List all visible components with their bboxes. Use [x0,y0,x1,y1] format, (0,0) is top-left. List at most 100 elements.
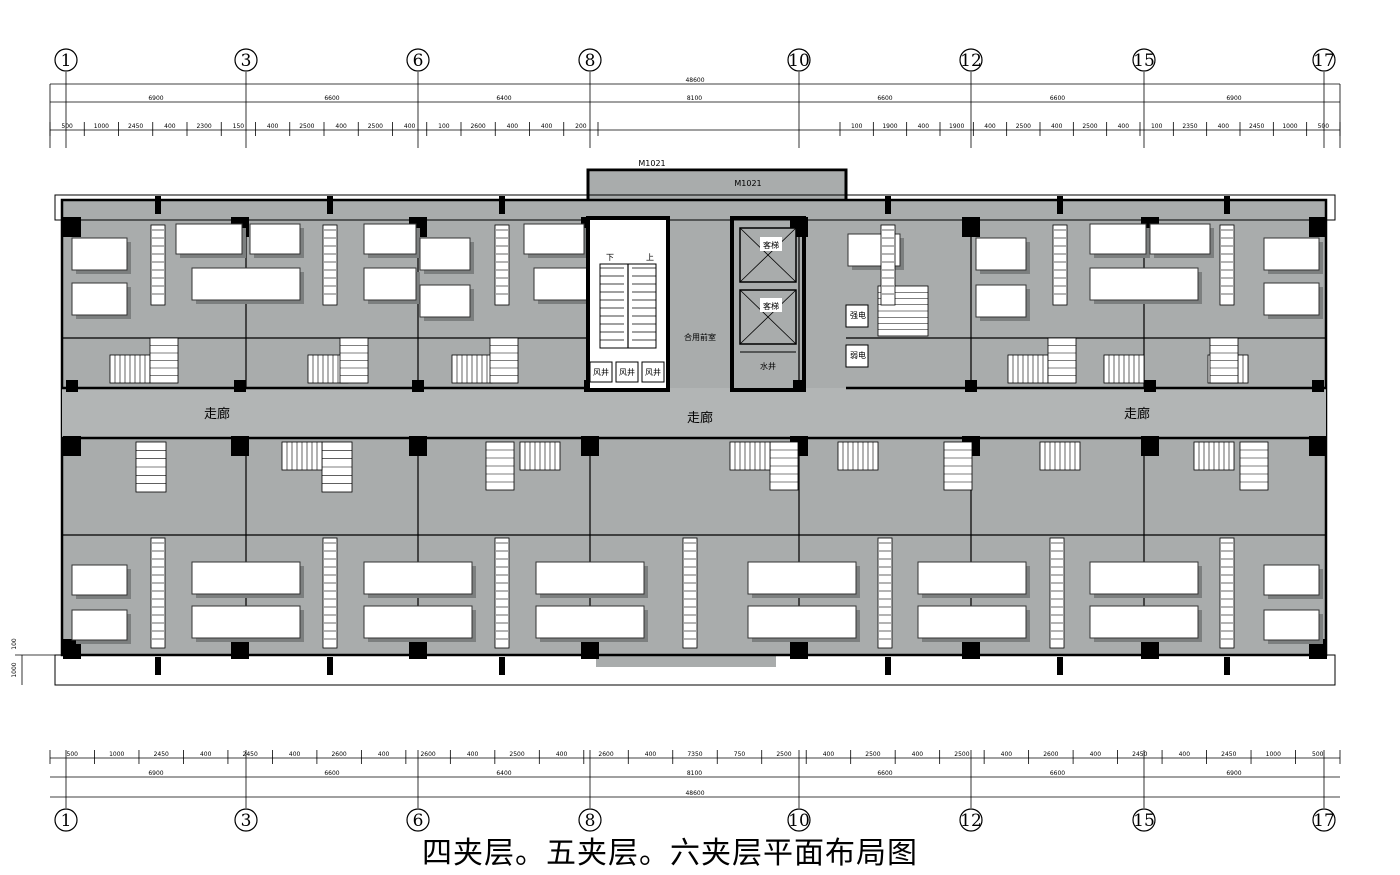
bed [535,605,645,639]
small-dim: 2500 [368,123,383,130]
small-dim: 2450 [1132,751,1147,758]
core-staircase [599,263,657,349]
fan-shaft-2: 风井 [619,367,635,377]
bed [747,561,857,595]
bed [191,561,301,595]
axis-marker-17: 17 [1312,48,1336,72]
small-dimensions-bottom: 500 1000 2450 400 2450 400 2600 400 2600 400 2500 4… [49,750,1341,764]
dimension-lines-bottom: 48600 [50,757,1340,798]
bed [71,282,128,316]
axis-label: 12 [960,51,982,71]
column [962,639,980,659]
bed [1089,223,1147,255]
small-dim: 1900 [949,123,964,130]
small-dim: 400 [378,751,390,758]
column [63,217,81,237]
small-dim: 400 [1179,751,1191,758]
column [499,196,505,214]
small-dim: 2500 [299,123,314,130]
door-label-2: M1021 [734,179,761,188]
column [1312,380,1324,392]
corridor-label-right: 走廊 [1124,406,1150,422]
bed [71,564,128,596]
small-dim: 2600 [1043,751,1058,758]
axis-marker-15: 15 [1132,808,1156,832]
small-dim: 400 [541,123,553,130]
axis-marker-3: 3 [234,48,258,72]
axis-label: 3 [241,51,252,71]
bed [1089,267,1199,301]
fan-shaft-1: 风井 [593,367,609,377]
small-dim: 500 [1312,751,1324,758]
bay-dim-top: 6600 [1050,95,1065,102]
bay-dim-bottom: 8100 [687,770,702,777]
column [155,657,161,675]
bed [191,267,301,301]
column [1141,639,1159,659]
bed [71,609,128,641]
axis-marker-3: 3 [234,808,258,832]
corridor-label-center: 走廊 [687,410,713,426]
bay-dim-bottom: 6400 [496,770,511,777]
column [1057,657,1063,675]
stair-up-label: 上 [646,253,654,262]
window-strips [150,224,1235,649]
small-dim: 2600 [598,751,613,758]
column [409,639,427,659]
axis-label: 1 [61,51,72,71]
small-dim: 400 [335,123,347,130]
small-dim: 2500 [954,751,969,758]
small-dim: 400 [912,751,924,758]
axis-marker-8: 8 [578,808,602,832]
bay-dim-bottom: 6900 [148,770,163,777]
bay-dim-top: 6600 [324,95,339,102]
column [66,380,78,392]
small-dim: 2600 [470,123,485,130]
small-dim: 400 [267,123,279,130]
small-dim: 400 [1090,751,1102,758]
bay-dim-top: 6600 [877,95,892,102]
axis-marker-1: 1 [54,808,78,832]
small-dim: 400 [984,123,996,130]
small-dim: 400 [1118,123,1130,130]
bed [975,284,1027,318]
axis-label: 15 [1133,811,1155,831]
small-dim: 400 [467,751,479,758]
axis-label: 17 [1313,51,1335,71]
small-dim: 1000 [94,123,109,130]
small-dim: 1000 [1266,751,1281,758]
column [1224,657,1230,675]
column [1141,436,1159,456]
bed [363,267,417,301]
small-dim: 7350 [687,751,702,758]
axis-label: 1 [61,811,72,831]
small-dim: 400 [645,751,657,758]
side-dimension: 1000 100 [11,638,60,685]
bed [1263,564,1320,596]
small-dim: 1900 [882,123,897,130]
bay-dim-top: 6400 [496,95,511,102]
column [231,436,249,456]
column [790,639,808,659]
room-stairs [109,285,1269,493]
small-dim: 2450 [243,751,258,758]
small-dim: 2450 [128,123,143,130]
small-dim: 400 [823,751,835,758]
small-dim: 2300 [196,123,211,130]
axis-marker-15: 15 [1132,48,1156,72]
bed [1089,605,1199,639]
dim-total-bottom: 48600 [685,790,704,797]
column [581,639,599,659]
column [409,436,427,456]
column [412,380,424,392]
small-dim: 2500 [865,751,880,758]
axis-label: 6 [413,811,424,831]
bed [747,605,857,639]
small-dim: 400 [1001,751,1013,758]
axis-marker-8: 8 [578,48,602,72]
small-dim: 100 [1151,123,1163,130]
small-dim: 500 [1318,123,1330,130]
small-dim: 2500 [509,751,524,758]
